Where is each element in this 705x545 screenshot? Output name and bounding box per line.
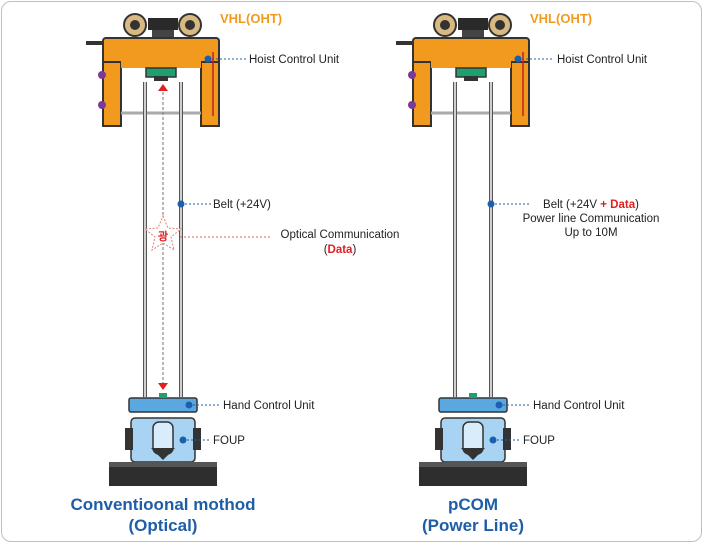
left-hand-leader xyxy=(185,401,220,409)
right-belt-line1: Belt (+24V + Data) xyxy=(543,199,639,211)
right-hand-label: Hand Control Unit xyxy=(533,400,625,412)
right-hoist-label: Hoist Control Unit xyxy=(557,54,648,66)
left-foup-label: FOUP xyxy=(213,435,245,447)
left-hoist-leader xyxy=(204,55,246,63)
left-hand-label: Hand Control Unit xyxy=(223,400,315,412)
optical-paren-open: ( xyxy=(324,244,328,256)
optical-down-arrow-icon xyxy=(158,383,168,390)
right-foup-leader xyxy=(489,436,520,444)
optical-paren-close: ) xyxy=(352,244,356,256)
right-belt-line2: Power line Communication xyxy=(523,213,660,225)
right-hand-leader xyxy=(495,401,530,409)
optical-data-word: Data xyxy=(328,244,354,256)
right-caption-line1: pCOM xyxy=(448,495,498,514)
left-caption-line1: Conventioonal mothod xyxy=(70,495,255,514)
right-belt-prefix: Belt (+24V xyxy=(543,199,600,211)
optical-up-arrow-icon xyxy=(158,84,168,91)
right-vehicle xyxy=(394,12,531,128)
right-belt-leader xyxy=(487,200,530,208)
optical-star-icon: 광 xyxy=(143,214,183,252)
right-caption-line2: (Power Line) xyxy=(422,516,524,535)
right-belt-line3: Up to 10M xyxy=(564,227,617,239)
right-foup-label: FOUP xyxy=(523,435,555,447)
right-belts xyxy=(453,82,493,397)
left-vehicle xyxy=(84,12,221,128)
right-hoist-leader xyxy=(514,55,554,63)
optical-data-line: (Data) xyxy=(324,244,357,256)
left-caption-line2: (Optical) xyxy=(129,516,198,535)
optical-star-glyph: 광 xyxy=(158,230,168,243)
optical-label: Optical Communication xyxy=(281,229,400,241)
left-vhl-title: VHL(OHT) xyxy=(220,11,282,26)
left-hoist-label: Hoist Control Unit xyxy=(249,54,340,66)
left-foup-leader xyxy=(179,436,210,444)
right-vhl-title: VHL(OHT) xyxy=(530,11,592,26)
left-belt-leader xyxy=(177,200,211,208)
right-belt-suffix: ) xyxy=(635,199,639,211)
left-belt-label: Belt (+24V) xyxy=(213,199,271,211)
right-belt-data: + Data xyxy=(600,199,635,211)
